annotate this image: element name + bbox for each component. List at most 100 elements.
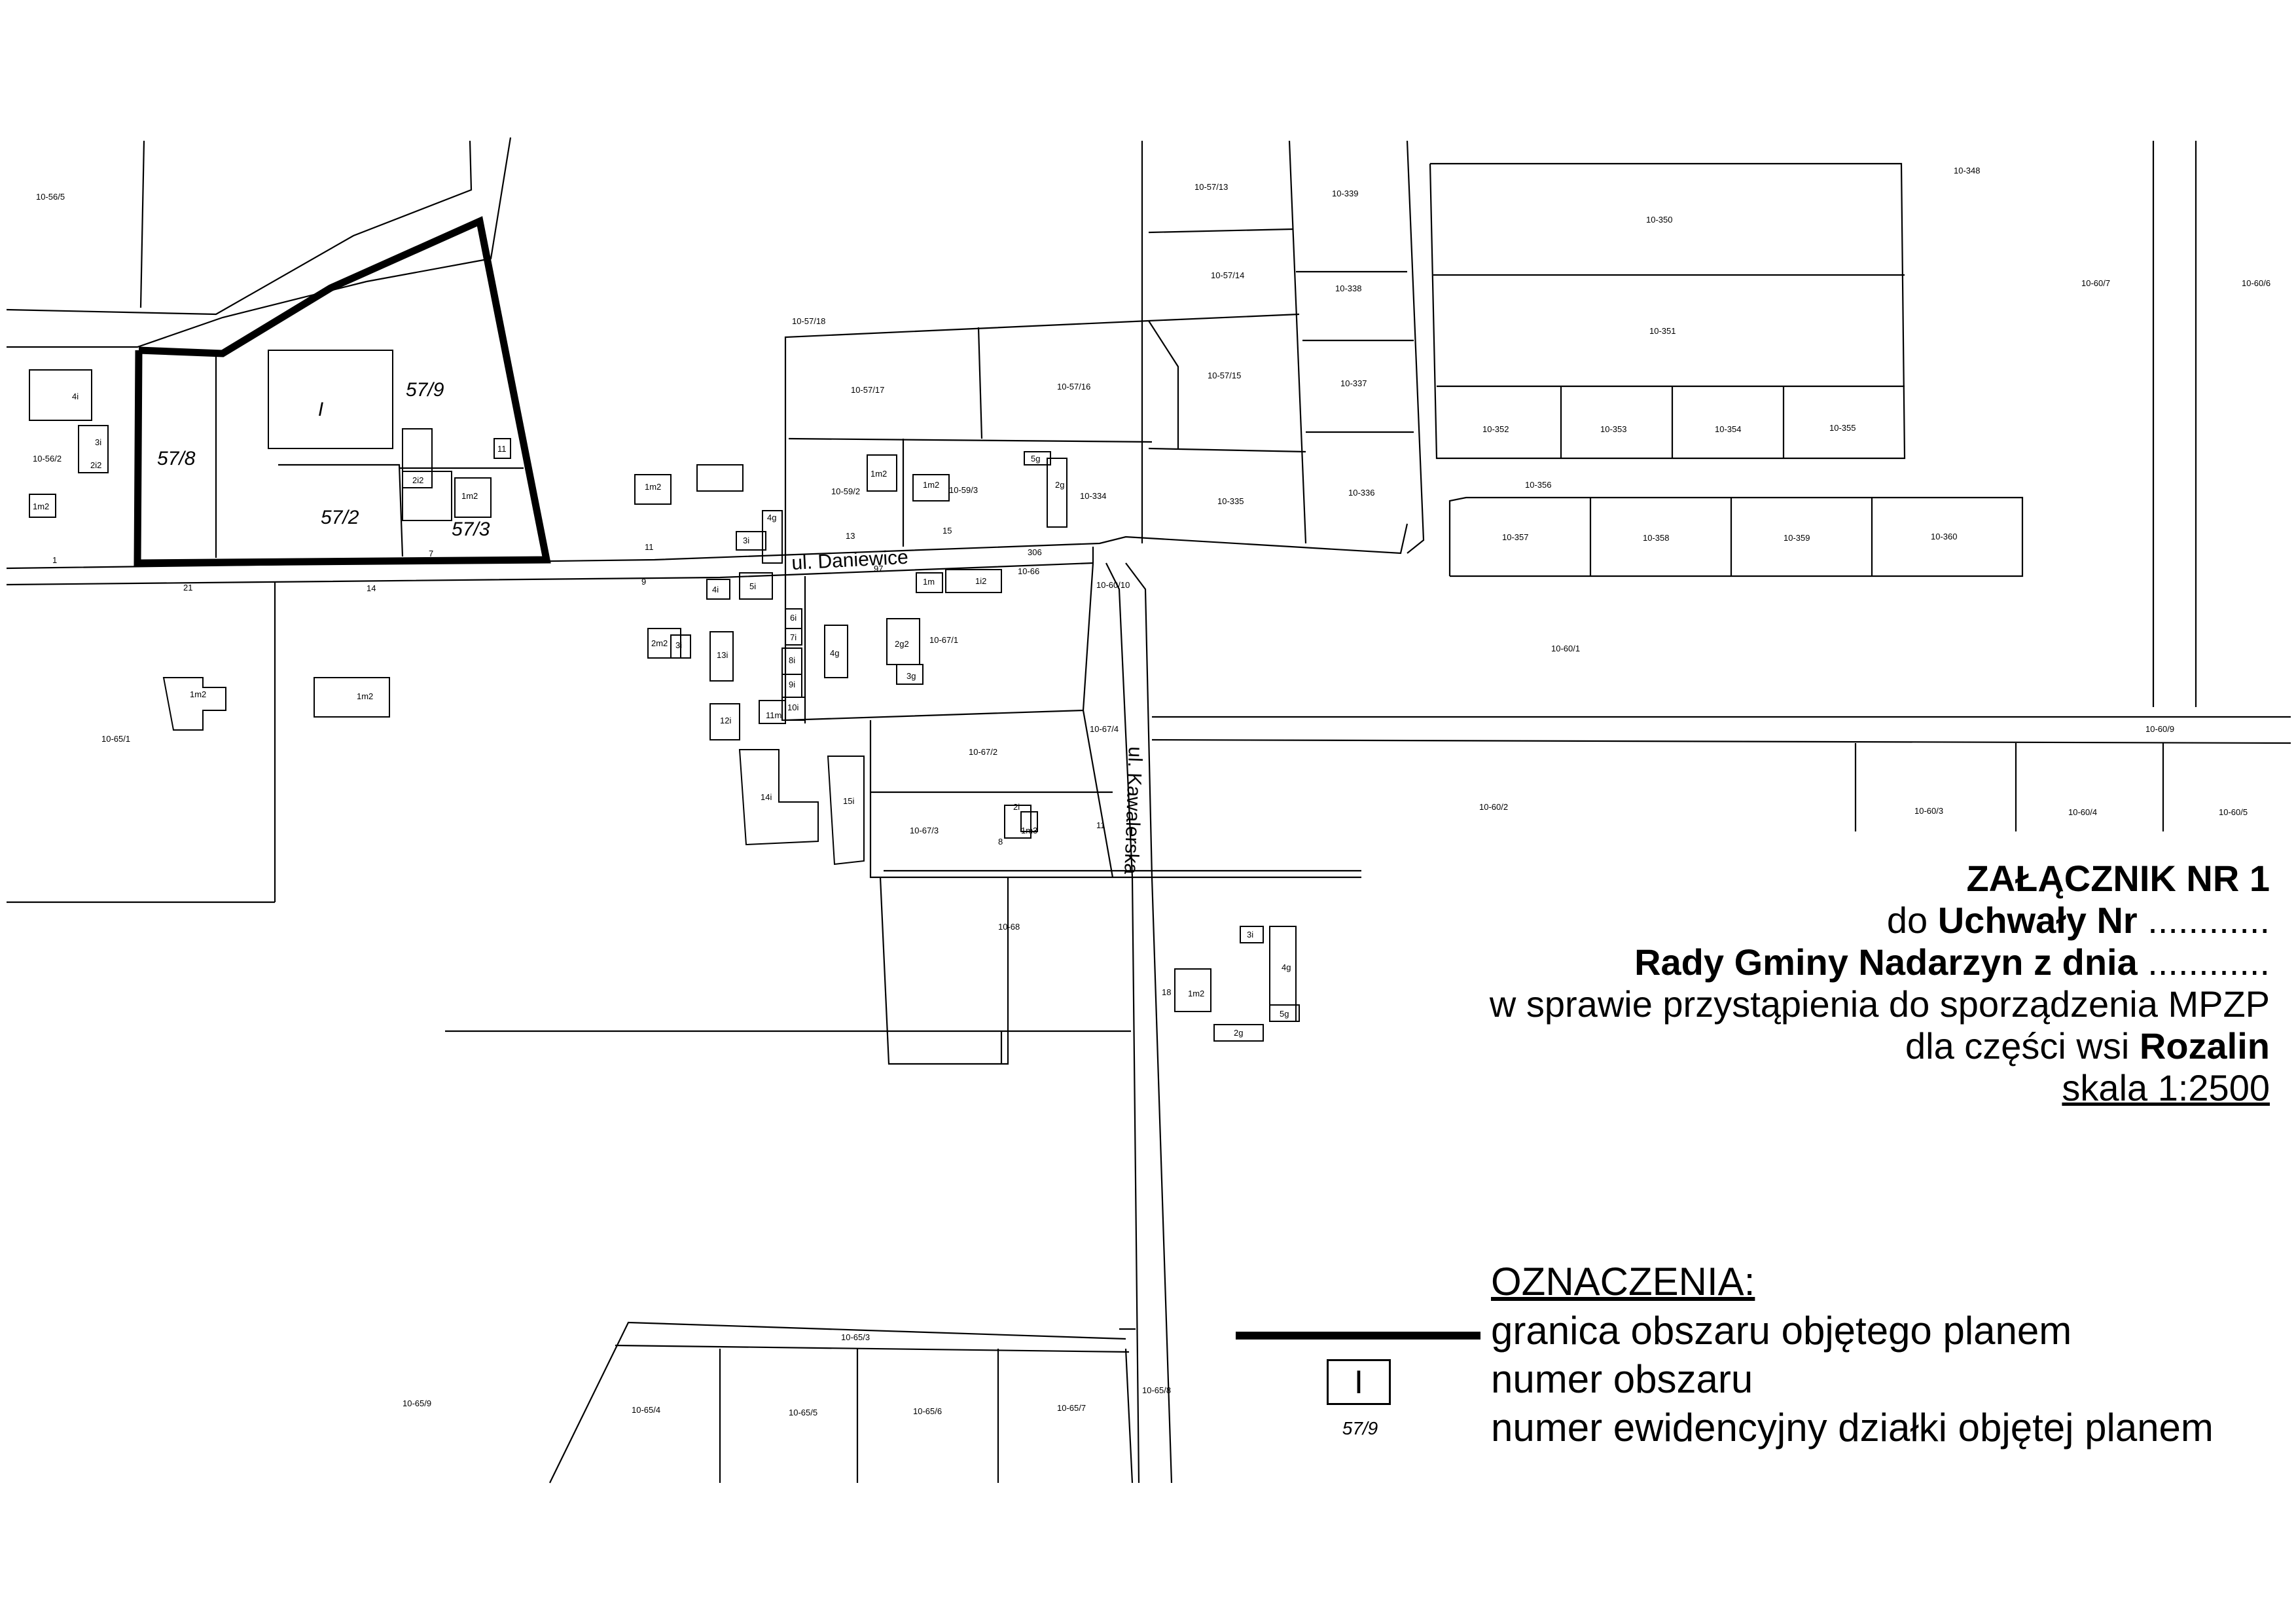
parcel-line (879, 877, 1009, 1065)
parcel-line (1082, 710, 1114, 878)
scale-line: skala 1:2500 (2062, 1067, 2270, 1108)
map-label: 10-336 (1348, 488, 1374, 498)
parcel-line (1125, 562, 1173, 1484)
legend-title: OZNACZENIA: (1491, 1260, 1755, 1304)
map-label: 10-65/6 (913, 1406, 942, 1416)
map-label: 13i (717, 650, 728, 660)
building-outline (781, 697, 806, 721)
map-label: 5i (749, 581, 756, 591)
building-outline (912, 474, 950, 501)
legend-area-label: numer obszaru (1491, 1357, 1753, 1401)
building-outline (634, 474, 672, 505)
map-label: 10-60/9 (2145, 724, 2174, 734)
map-label: 10-67/1 (929, 635, 958, 645)
map-label: 10-60/1 (1551, 644, 1580, 653)
map-label: 10i (787, 702, 798, 712)
map-label: 10-57/13 (1194, 182, 1228, 192)
map-label: 2m2 (651, 638, 668, 648)
building-outline (670, 634, 691, 659)
parcel-line (615, 1344, 1130, 1353)
map-label: 13 (846, 531, 855, 541)
building-outline (738, 749, 819, 846)
parcel-line (1148, 228, 1293, 234)
map-label: 10-56/2 (33, 454, 62, 464)
map-label: 4i (72, 392, 79, 401)
map-label: 10-65/4 (632, 1405, 660, 1415)
map-label: 9i (789, 680, 795, 689)
building-outline (314, 677, 390, 718)
map-label: 4g (830, 648, 839, 658)
map-label: 15i (843, 796, 854, 806)
map-label: 10-356 (1525, 480, 1551, 490)
map-label: 3i (675, 640, 682, 650)
parcel-line (1406, 140, 1425, 554)
map-label: 10-56/5 (36, 192, 65, 202)
building-outline (493, 438, 511, 459)
legend-boundary-label: granica obszaru objętego planem (1491, 1309, 2072, 1353)
parcel-line (1105, 562, 1140, 1484)
parcel-line (278, 464, 404, 557)
map-label: 10-65/3 (841, 1332, 870, 1342)
parcel-label-57-3: 57/3 (452, 519, 490, 540)
legend-boundary-symbol (1236, 1332, 1480, 1340)
village-line: dla części wsi Rozalin (1905, 1025, 2270, 1067)
map-label: 10-359 (1784, 533, 1810, 543)
legend-parcel-label: numer ewidencyjny działki objętej planem (1491, 1406, 2214, 1450)
map-label: 10-354 (1715, 424, 1741, 434)
parcel-line (1148, 447, 1306, 453)
parcel-line (1288, 140, 1307, 544)
map-label: 1m3 (1021, 826, 1037, 835)
map-label: 10-338 (1335, 283, 1361, 293)
legend-parcel-symbol: 57/9 (1342, 1418, 1378, 1438)
map-label: 1 (52, 555, 57, 565)
legend-area-symbol: I (1327, 1359, 1391, 1405)
map-label: 10-335 (1217, 496, 1244, 506)
map-label: 1m2 (923, 480, 939, 490)
map-label: 306 (1028, 547, 1042, 557)
street-label-kawalerska: ul. Kawalerska (1120, 746, 1146, 875)
building-outline (759, 700, 786, 724)
parcel-line (1448, 496, 2024, 577)
map-label: 10-67/4 (1090, 724, 1119, 734)
map-label: 10-353 (1600, 424, 1626, 434)
parcel-line (977, 327, 983, 439)
parcel-label-57-2: 57/2 (321, 507, 359, 528)
parcel-line (869, 720, 1113, 879)
building-outline (29, 369, 92, 421)
building-outline (896, 664, 924, 685)
parcel-lines (6, 137, 2291, 1484)
map-label: 11 (645, 542, 654, 552)
map-label: 1m2 (870, 469, 887, 479)
map-label: 10-60/7 (2081, 278, 2110, 288)
map-label: 97 (874, 564, 883, 574)
building-outline (916, 572, 943, 593)
annex-title: ZAŁĄCZNIK NR 1 (1966, 858, 2270, 899)
map-label: 10-66 (1018, 566, 1039, 576)
map-label: 1m2 (33, 501, 49, 511)
map-label: 4g (767, 513, 776, 522)
map-label: 10-57/15 (1208, 371, 1241, 380)
building-outline (827, 756, 865, 866)
building-outline (1174, 968, 1211, 1012)
map-label: 1m2 (645, 482, 661, 492)
map-label: 5g (1031, 454, 1040, 464)
building-outline (762, 510, 783, 564)
map-label: 12i (720, 716, 731, 725)
map-label: 2i2 (90, 460, 101, 470)
map-label: 1m2 (190, 689, 206, 699)
building-outline (736, 531, 766, 551)
map-label: 10-57/17 (851, 385, 884, 395)
parcel-line (1151, 739, 2291, 744)
point-numbers: 1 21 14 7 11 9 13 15 97 306 11 8 18 (52, 526, 1171, 997)
building-outline (1213, 1024, 1264, 1042)
map-label: 7i (790, 632, 797, 642)
map-label: 8i (789, 655, 795, 665)
building-outline (1024, 451, 1051, 465)
map-label: 2i2 (412, 475, 423, 485)
building-outline (162, 677, 226, 731)
map-label: 18 (1162, 987, 1171, 997)
building-outline (1047, 458, 1067, 528)
map-label: 4i (712, 585, 719, 594)
map-label: 10-352 (1482, 424, 1509, 434)
